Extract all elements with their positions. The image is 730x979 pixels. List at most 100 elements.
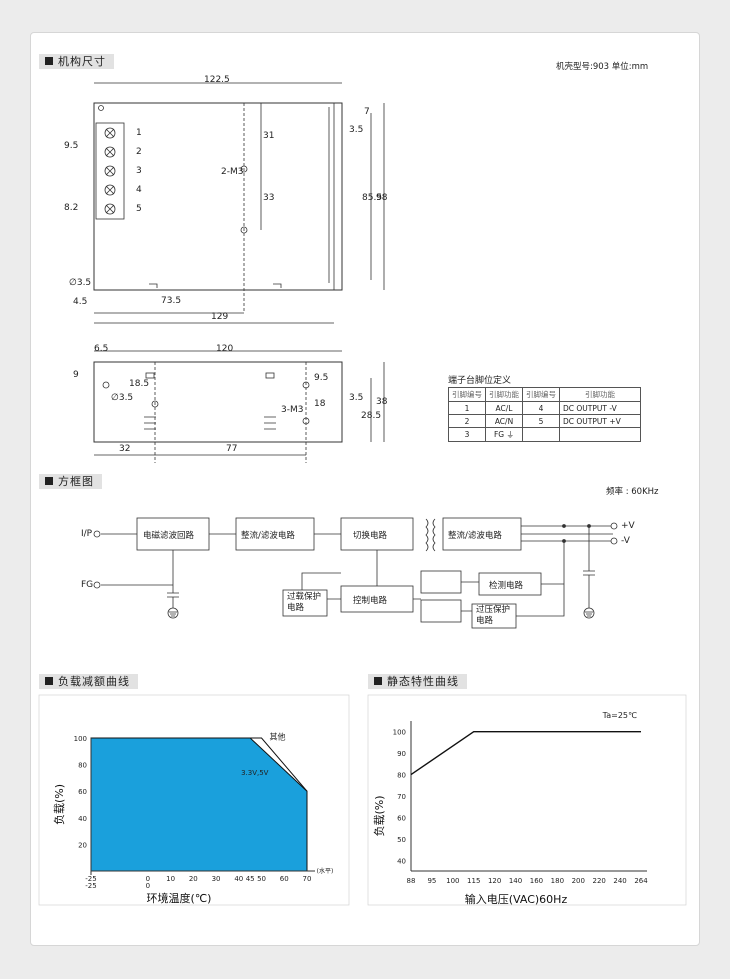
chart2-xtick: 220 (592, 877, 605, 885)
minus-v-terminal (610, 537, 618, 545)
pin-5: 5 (136, 204, 142, 214)
chart2-annotation: Ta=25℃ (602, 711, 637, 720)
ovp-label: 过压保护电路 (476, 605, 511, 626)
plus-v-label: +V (621, 521, 635, 531)
fg-line (101, 550, 179, 608)
chart1-xtick: -25 (85, 875, 96, 883)
ip-label: I/P (81, 529, 93, 539)
datasheet-sheet: 机构尺寸 机壳型号:903 单位:mm 方框图 频率 : 60KHz 负载减额曲… (30, 32, 700, 946)
pin-4: 4 (136, 185, 142, 195)
chart1-xtick-low: -25 (85, 882, 96, 890)
dim-77: 77 (226, 444, 238, 454)
side-view-outline (93, 361, 343, 443)
chart1-ytick: 100 (74, 735, 87, 743)
mech-note: 机壳型号:903 单位:mm (556, 62, 649, 72)
chart2-ytick: 40 (397, 857, 406, 865)
block-olp (282, 589, 328, 617)
chart2-ytick: 60 (397, 814, 406, 822)
chart2-ytick: 50 (397, 836, 406, 844)
freq-note: 频率 : 60KHz (606, 487, 659, 497)
dim-side-3-5: 3.5 (349, 393, 364, 403)
dim-129: 129 (211, 312, 229, 322)
pin-3: 3 (136, 166, 142, 176)
chart2-xtick: 120 (488, 877, 501, 885)
chart2-xtick: 95 (427, 877, 436, 885)
chart2-xtick: 264 (634, 877, 648, 885)
ground-symbol-1 (167, 607, 179, 619)
dim-18: 18 (314, 399, 326, 409)
rect1-label: 整流/滤波电路 (241, 531, 295, 541)
dim-98: 98 (376, 193, 388, 203)
chart1-xtick: 20 (189, 875, 198, 883)
pin-table-title: 端子台脚位定义 (448, 376, 512, 386)
side-hole (102, 381, 110, 389)
dim-73: 73.5 (161, 296, 182, 306)
chart2-ytick: 80 (397, 772, 406, 780)
output-cap (583, 526, 595, 608)
series-label-other: 其他 (270, 731, 286, 741)
top-view (93, 82, 385, 324)
bottom-tabs (149, 283, 282, 288)
fg-terminal (93, 581, 101, 589)
chart1-xtick: 40 (234, 875, 243, 883)
feedback-paths (301, 541, 565, 617)
series-label-33v: 3.3V,5V (241, 769, 269, 777)
chart2-xtick: 100 (446, 877, 459, 885)
chart2-xtick: 140 (509, 877, 522, 885)
hole-dia: ∅3.5 (69, 278, 92, 288)
dim-3-5: 3.5 (349, 125, 364, 135)
chart1-xtick: 10 (166, 875, 175, 883)
chart1-frame (38, 694, 350, 906)
chart2-xtick: 180 (551, 877, 564, 885)
section-block: 方框图 (39, 474, 102, 489)
chart1-ylabel: 负载(%) (52, 784, 66, 825)
chart2-xtick: 88 (407, 877, 416, 885)
dim-122: 122.5 (204, 75, 230, 85)
ground-symbol-1-lines (169, 611, 177, 617)
fg-label: FG (81, 580, 94, 590)
side-slot-2 (265, 372, 275, 379)
rect2-label: 整流/滤波电路 (448, 531, 502, 541)
dim-9: 9 (73, 370, 79, 380)
side-view (93, 350, 385, 463)
chart1-ytick: 20 (78, 841, 87, 849)
side-m3-label: 3-M3 (281, 405, 304, 415)
chart1-ytick: 40 (78, 815, 87, 823)
dim-31: 31 (263, 131, 275, 141)
dim-85-5: 85.5 (362, 193, 383, 203)
dim-4-5: 4.5 (73, 297, 88, 307)
chart1-xtick-low-0: 0 (146, 882, 150, 890)
chart2-xtick: 200 (572, 877, 585, 885)
ground-symbol-2 (583, 607, 595, 619)
dim-18-5: 18.5 (129, 379, 150, 389)
control-label: 控制电路 (353, 596, 388, 606)
side-slot-1 (145, 372, 155, 379)
chart2-ylabel: 负载(%) (372, 795, 386, 836)
section-derating: 负载减额曲线 (39, 674, 138, 689)
section-static: 静态特性曲线 (368, 674, 467, 689)
chart1-xtick: 60 (280, 875, 289, 883)
series-static-line (410, 731, 641, 776)
mech-drawing (93, 82, 618, 629)
chart2-xtick: 115 (467, 877, 480, 885)
chart2-ytick: 90 (397, 750, 406, 758)
main-signal-path (101, 533, 613, 542)
side-hole-dia: ∅3.5 (111, 393, 134, 403)
chart2-xtick: 240 (613, 877, 626, 885)
section-mech: 机构尺寸 (39, 54, 114, 69)
top-view-outline (93, 102, 343, 291)
chart1-ytick: 80 (78, 762, 87, 770)
dim-33: 33 (263, 193, 275, 203)
chart2-ytick: 100 (393, 729, 406, 737)
pin-1: 1 (136, 128, 142, 138)
dim-120: 120 (216, 344, 234, 354)
ground-symbol-2-lines (585, 611, 593, 617)
chart1-xtick: 0 (146, 875, 150, 883)
minus-v-label: -V (621, 536, 630, 546)
chart1-xunit: (水平) (317, 867, 334, 875)
